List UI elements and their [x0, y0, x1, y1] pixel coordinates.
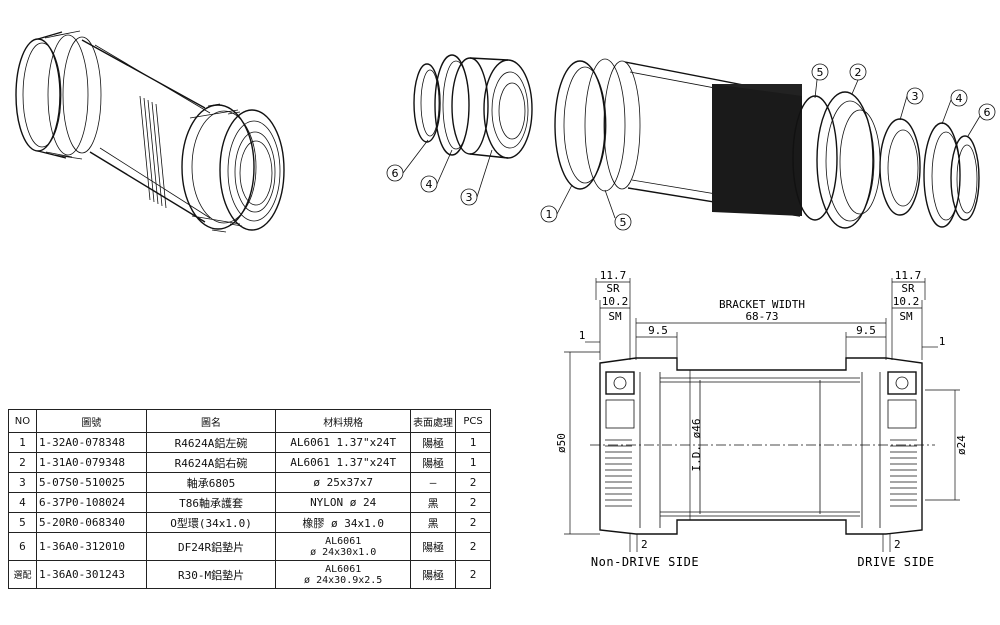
table-row: 選配 1-36A0-301243 R30-M鋁墊片 AL6061 ø 24x30… [8, 560, 491, 589]
cell-finish: 黑 [410, 512, 457, 533]
cell-code: 5-07S0-510025 [35, 472, 147, 493]
table-row: 1 1-32A0-078348 R4624A鋁左碗 AL6061 1.37"x2… [8, 432, 491, 453]
cell-code: 1-36A0-312010 [35, 532, 147, 561]
cell-pcs: 2 [455, 492, 491, 513]
parts-table: NO 圖號 圖名 材料規格 表面處理 PCS 1 1-32A0-078348 R… [8, 409, 491, 589]
cell-name: DF24R鋁墊片 [145, 532, 277, 561]
header-finish: 表面處理 [410, 409, 457, 433]
cell-spec: AL6061 1.37"x24T [275, 452, 412, 473]
section-drawing: 11.7 SR 10.2 SM 11.7 SR 10.2 SM BRACKET … [555, 269, 968, 569]
dia-id: I.D. ø46 [690, 419, 703, 472]
right-dim-1: 1 [939, 335, 946, 348]
callout-6-left: 6 [392, 167, 399, 180]
cell-name: 軸承6805 [145, 472, 277, 493]
callout-2: 2 [855, 66, 862, 79]
right-dim-11-7: 11.7 [895, 269, 922, 282]
callout-6-right: 6 [984, 106, 991, 119]
header-code: 圖號 [35, 409, 147, 433]
cell-no: 6 [8, 532, 37, 561]
cell-pcs: 2 [455, 512, 491, 533]
cell-code: 1-31A0-079348 [35, 452, 147, 473]
callout-3-right: 3 [912, 90, 919, 103]
table-header-row: NO 圖號 圖名 材料規格 表面處理 PCS [8, 409, 491, 433]
cell-spec-line1: AL6061 [325, 563, 362, 575]
bottom-left-dim: 2 [641, 538, 648, 551]
left-dim-sr: SR [606, 282, 620, 295]
bracket-width-label: BRACKET WIDTH [719, 298, 805, 311]
table-row: 6 1-36A0-312010 DF24R鋁墊片 AL6061 ø 24x30x… [8, 532, 491, 561]
cell-spec: NYLON ø 24 [275, 492, 412, 513]
non-drive-side-label: Non-DRIVE SIDE [591, 555, 699, 569]
cell-spec-line2: ø 24x30.9x2.5 [304, 574, 383, 586]
left-dim-9-5: 9.5 [648, 324, 668, 337]
cell-name: O型環(34x1.0) [145, 512, 277, 533]
callout-4-left: 4 [426, 178, 433, 191]
cell-name: R4624A鋁左碗 [145, 432, 277, 453]
right-dim-10-2: 10.2 [893, 295, 920, 308]
cell-pcs: 2 [455, 560, 491, 589]
exploded-left-parts [413, 54, 533, 159]
right-dim-sr: SR [901, 282, 915, 295]
cell-no: 1 [8, 432, 37, 453]
left-dim-10-2: 10.2 [602, 295, 629, 308]
cell-code: 1-32A0-078348 [35, 432, 147, 453]
cell-finish: 陽極 [410, 432, 457, 453]
header-name: 圖名 [145, 409, 277, 433]
cell-spec-line2: ø 24x30x1.0 [310, 546, 377, 558]
left-dim-sm: SM [608, 310, 622, 323]
callout-5-top: 5 [817, 66, 824, 79]
cell-name: R30-M鋁墊片 [145, 560, 277, 589]
cell-finish: 陽極 [410, 532, 457, 561]
callouts: 6 4 3 1 5 5 2 3 4 6 [386, 63, 996, 231]
bottom-right-dim: 2 [894, 538, 901, 551]
callout-3-left: 3 [466, 191, 473, 204]
cell-pcs: 2 [455, 532, 491, 561]
cell-code: 6-37P0-108024 [35, 492, 147, 513]
left-dim-1: 1 [579, 329, 586, 342]
right-dim-9-5: 9.5 [856, 324, 876, 337]
cell-code: 5-20R0-068340 [35, 512, 147, 533]
cell-pcs: 1 [455, 432, 491, 453]
cell-spec: AL6061 ø 24x30.9x2.5 [275, 560, 412, 589]
cell-finish: 陽極 [410, 452, 457, 473]
dia-right: ø24 [955, 435, 968, 455]
cell-no: 2 [8, 452, 37, 473]
cell-finish: 陽極 [410, 560, 457, 589]
table-row: 2 1-31A0-079348 R4624A鋁右碗 AL6061 1.37"x2… [8, 452, 491, 473]
cell-code: 1-36A0-301243 [35, 560, 147, 589]
header-no: NO [8, 409, 37, 433]
cell-pcs: 2 [455, 472, 491, 493]
callout-5-bottom: 5 [620, 216, 627, 229]
table-row: 3 5-07S0-510025 軸承6805 ø 25x37x7 — 2 [8, 472, 491, 493]
cell-no: 4 [8, 492, 37, 513]
dia-outer: ø50 [555, 433, 568, 453]
header-spec: 材料規格 [275, 409, 412, 433]
table-row: 4 6-37P0-108024 T86軸承護套 NYLON ø 24 黑 2 [8, 492, 491, 513]
cell-no: 3 [8, 472, 37, 493]
cell-spec: 橡膠 ø 34x1.0 [275, 512, 412, 533]
exploded-main-parts [554, 58, 980, 229]
bracket-width-value: 68-73 [745, 310, 778, 323]
cell-spec: AL6061 ø 24x30x1.0 [275, 532, 412, 561]
cell-spec: AL6061 1.37"x24T [275, 432, 412, 453]
cell-spec: ø 25x37x7 [275, 472, 412, 493]
left-dim-11-7: 11.7 [600, 269, 627, 282]
table-row: 5 5-20R0-068340 O型環(34x1.0) 橡膠 ø 34x1.0 … [8, 512, 491, 533]
cell-name: R4624A鋁右碗 [145, 452, 277, 473]
cell-no: 5 [8, 512, 37, 533]
cell-name: T86軸承護套 [145, 492, 277, 513]
cell-finish: — [410, 472, 457, 493]
callout-4-right: 4 [956, 92, 963, 105]
callout-1: 1 [546, 208, 553, 221]
cell-spec-line1: AL6061 [325, 535, 362, 547]
drive-side-label: DRIVE SIDE [857, 555, 934, 569]
cell-no: 選配 [8, 560, 37, 589]
right-dim-sm: SM [899, 310, 913, 323]
assembled-bottom-bracket-view [15, 30, 285, 233]
header-pcs: PCS [455, 409, 491, 433]
cell-pcs: 1 [455, 452, 491, 473]
cell-finish: 黑 [410, 492, 457, 513]
